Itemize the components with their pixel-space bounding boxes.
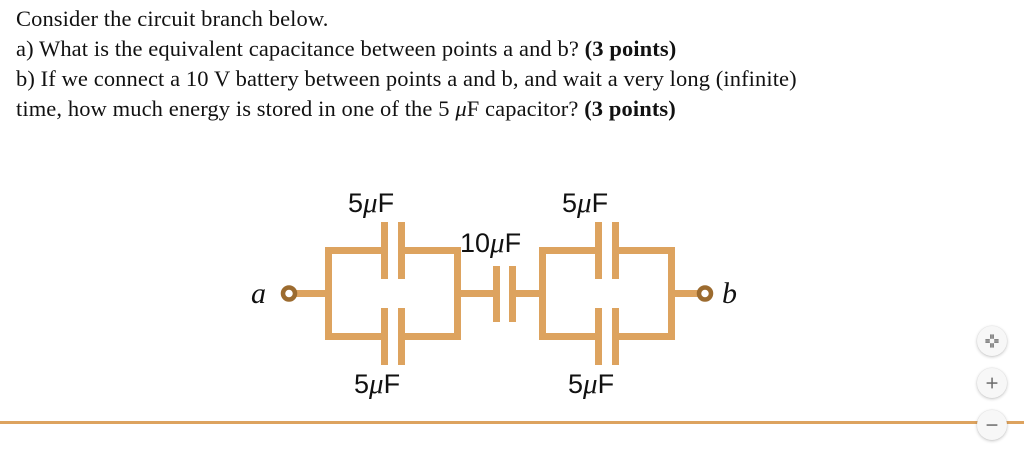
fit-to-screen-button[interactable]	[977, 326, 1007, 356]
label-capacitor-bottom-left-value: 5	[354, 369, 370, 399]
zoom-controls-group	[977, 326, 1007, 440]
node-a-label: a	[251, 277, 266, 310]
question-text-block: Consider the circuit branch below. a) Wh…	[16, 4, 1016, 124]
minus-icon	[986, 424, 998, 426]
node-b-label: b	[722, 277, 737, 310]
label-capacitor-bottom-left-unit: F	[383, 369, 401, 399]
label-capacitor-bottom-right: 5μF	[568, 370, 614, 399]
label-capacitor-top-right-unit: F	[591, 188, 609, 218]
micro-symbol: μ	[369, 368, 384, 400]
question-line-b-second-text-a: time, how much energy is stored in one o…	[16, 96, 456, 121]
terminal-node-a	[280, 285, 298, 302]
label-capacitor-top-left-unit: F	[377, 188, 395, 218]
plus-icon	[986, 377, 998, 389]
micro-symbol: μ	[577, 187, 592, 219]
label-capacitor-middle: 10μF	[460, 229, 521, 258]
zoom-out-button[interactable]	[977, 410, 1007, 440]
question-line-a-points: (3 points)	[584, 36, 677, 61]
label-capacitor-bottom-right-value: 5	[568, 369, 584, 399]
question-line-b-second-text-b: F capacitor?	[466, 96, 585, 121]
label-capacitor-top-left-value: 5	[348, 188, 364, 218]
circuit-wires	[292, 222, 700, 365]
label-capacitor-bottom-right-unit: F	[597, 369, 615, 399]
question-line-b-second: time, how much energy is stored in one o…	[16, 94, 1016, 124]
question-line-a-text: a) What is the equivalent capacitance be…	[16, 36, 585, 61]
question-line-b-first-text: b) If we connect a 10 V battery between …	[16, 66, 797, 91]
question-line-intro: Consider the circuit branch below.	[16, 4, 1016, 34]
micro-symbol: μ	[363, 187, 378, 219]
label-capacitor-top-right: 5μF	[562, 189, 608, 218]
fit-to-screen-icon	[985, 334, 999, 348]
label-capacitor-middle-unit: F	[504, 228, 522, 258]
label-capacitor-top-right-value: 5	[562, 188, 578, 218]
micro-symbol: μ	[583, 368, 598, 400]
terminal-node-b	[696, 285, 714, 302]
question-line-a: a) What is the equivalent capacitance be…	[16, 34, 1016, 64]
label-capacitor-top-left: 5μF	[348, 189, 394, 218]
micro-symbol: μ	[490, 227, 505, 259]
label-capacitor-bottom-left: 5μF	[354, 370, 400, 399]
horizontal-divider-rule	[0, 421, 1024, 424]
micro-symbol: μ	[455, 96, 467, 121]
zoom-in-button[interactable]	[977, 368, 1007, 398]
question-line-b-first: b) If we connect a 10 V battery between …	[16, 64, 1016, 94]
question-line-b-points: (3 points)	[584, 96, 676, 121]
label-capacitor-middle-value: 10	[460, 228, 491, 258]
question-line-intro-text: Consider the circuit branch below.	[16, 6, 329, 31]
